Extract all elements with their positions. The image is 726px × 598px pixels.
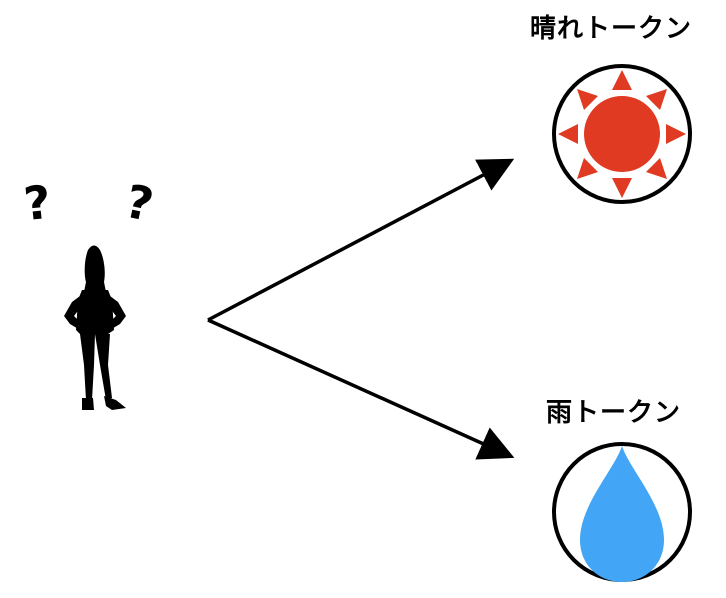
arrow-to-rain-token (207, 318, 515, 460)
sunny-token-label: 晴れトークン (530, 14, 693, 44)
arrow-to-sunny-token (207, 158, 515, 322)
question-mark-left: ? (21, 174, 54, 232)
sun-icon (552, 64, 692, 204)
raindrop-icon (552, 442, 692, 582)
rain-token-label: 雨トークン (546, 398, 682, 428)
person-silhouette-icon (64, 245, 126, 410)
